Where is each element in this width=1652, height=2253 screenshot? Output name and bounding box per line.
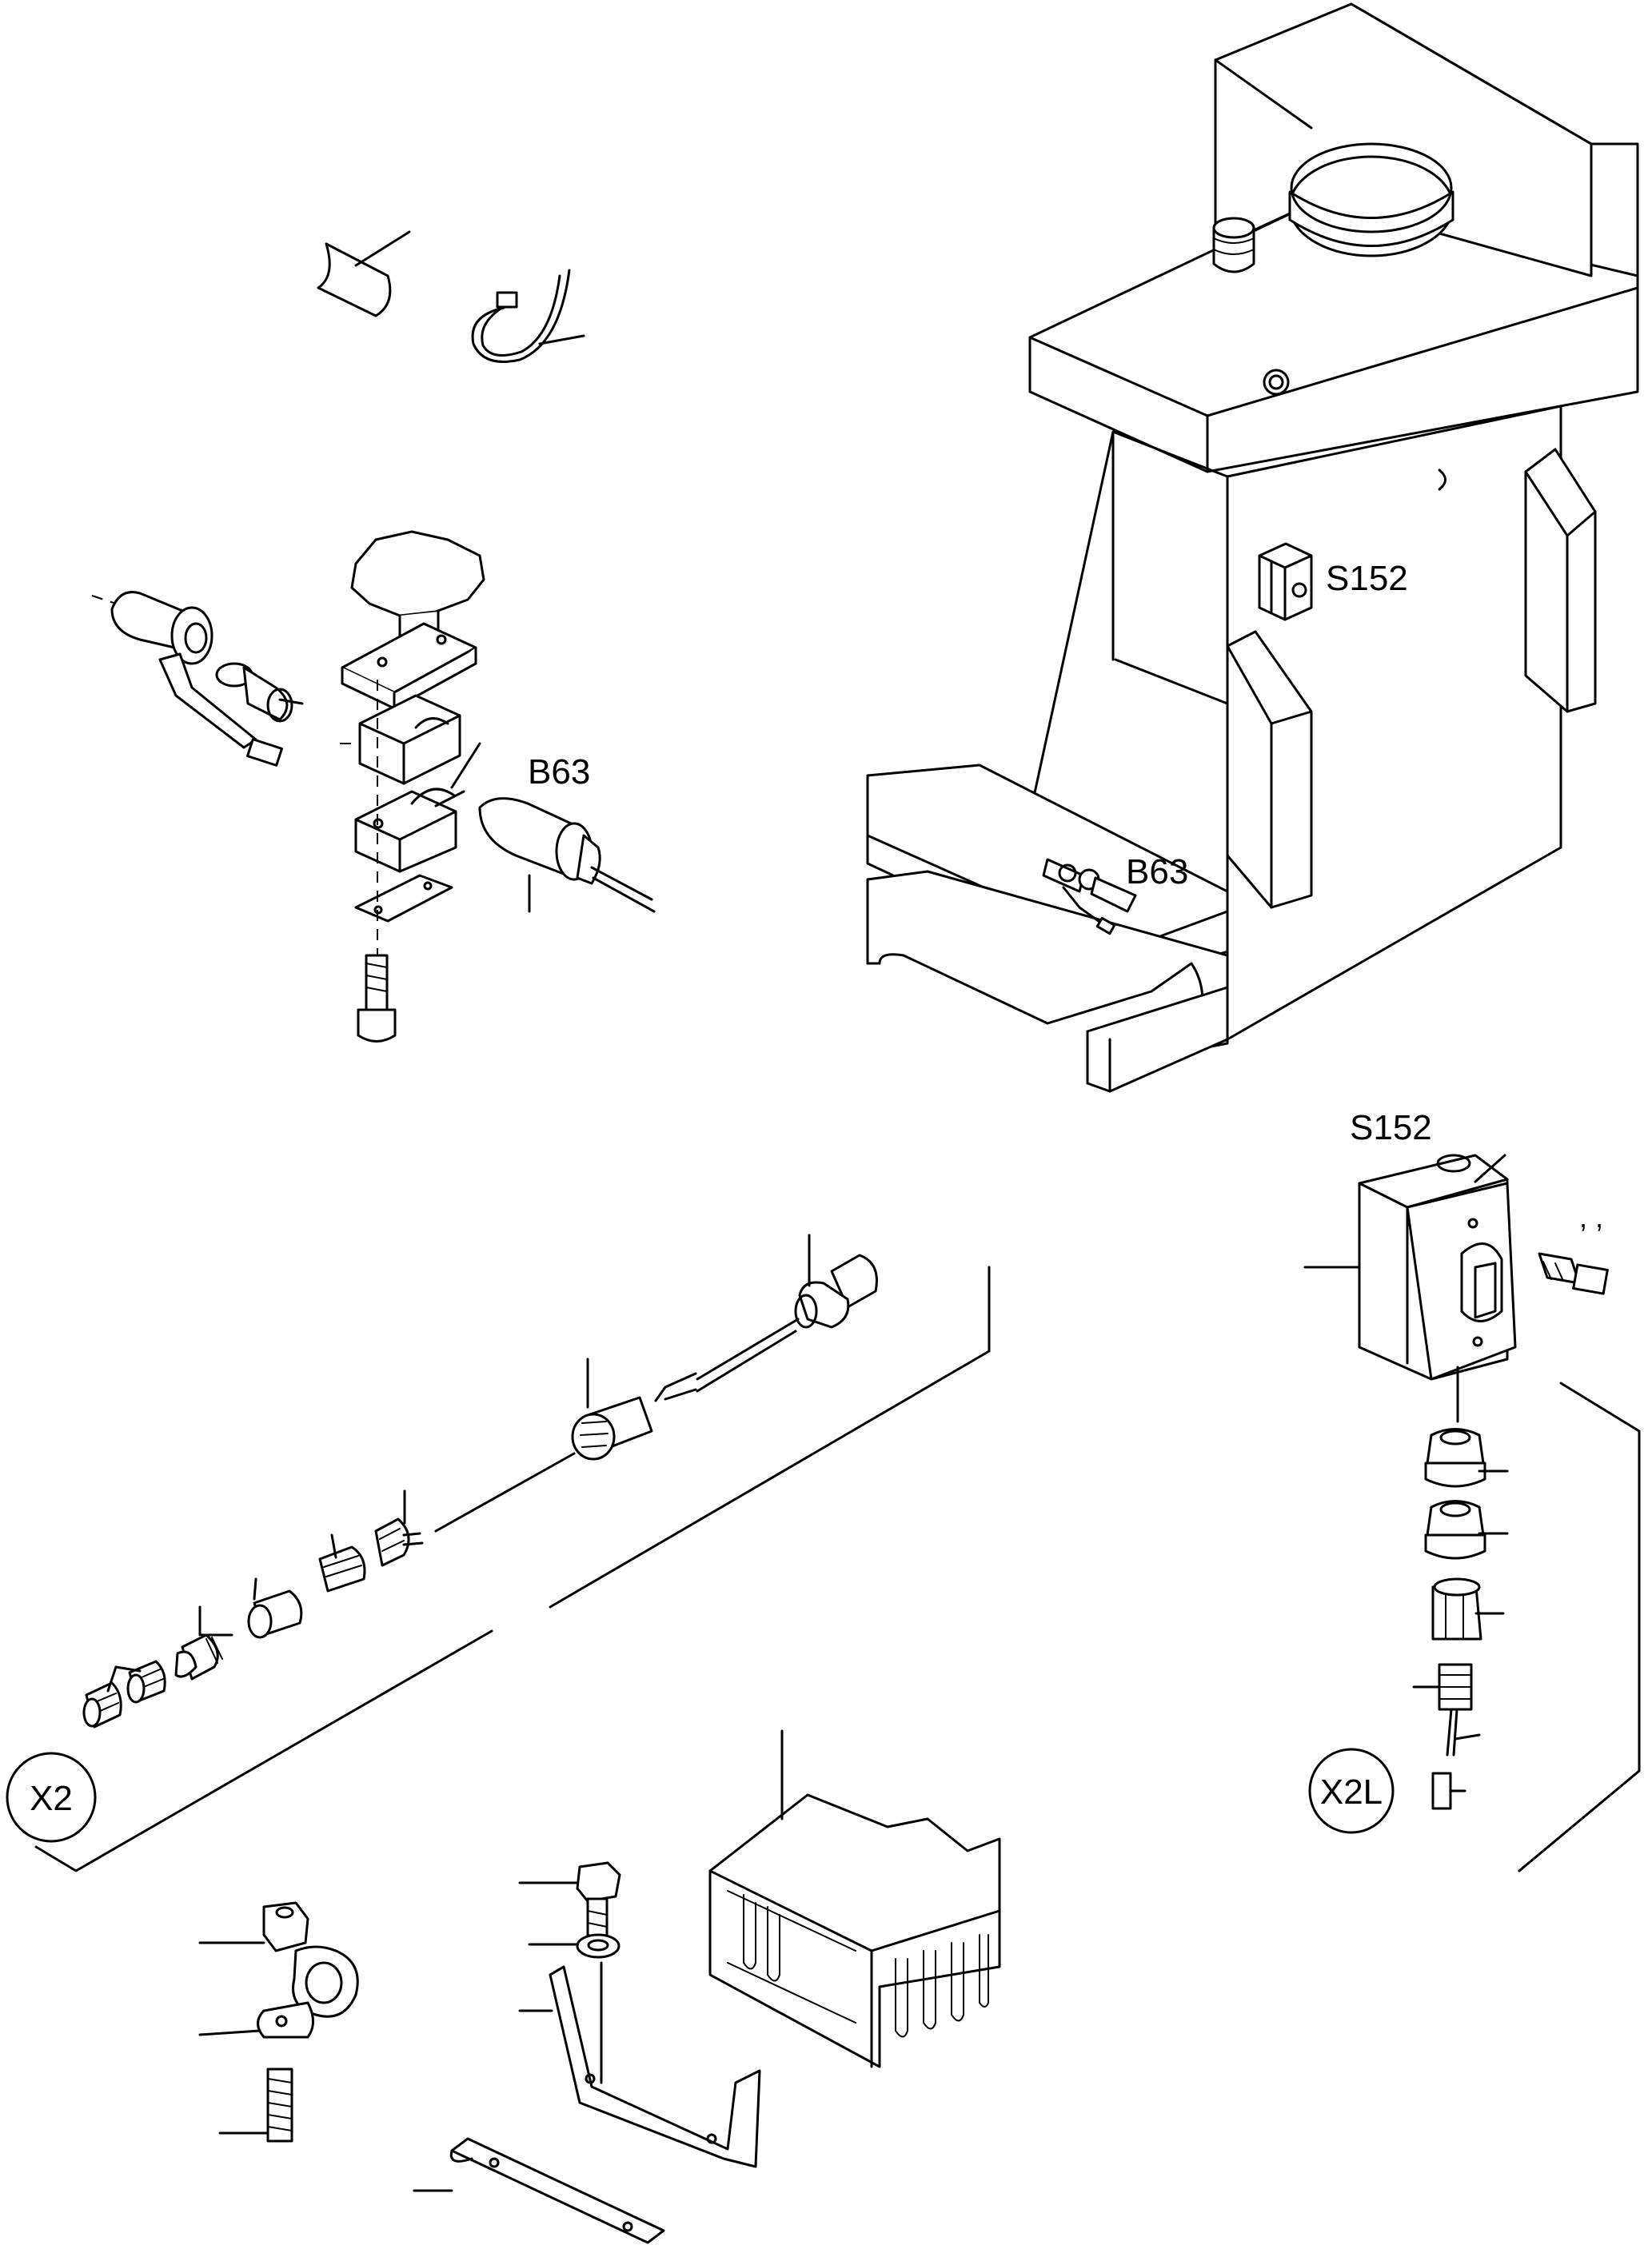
x2-callout (6, 1752, 97, 1843)
b63-valve-fitting (91, 591, 304, 767)
clamp-stack (340, 622, 481, 975)
washer (528, 1933, 620, 1959)
u-bracket (518, 1961, 761, 2168)
machine-body (866, 2, 1639, 1093)
s152-detail-label: S152 (1350, 1108, 1432, 1147)
s152-switch-box (1303, 1154, 1517, 1423)
cable-gland-stack (1412, 1428, 1509, 1810)
b63-machine-label: B63 (1126, 852, 1188, 891)
s152-tick-marks: , , (1579, 1201, 1603, 1234)
cable-tie (471, 269, 585, 363)
socket-head-screw (357, 954, 397, 1043)
s152-machine-label: S152 (1326, 559, 1408, 598)
x2-connector-parts (82, 1234, 878, 1729)
x2l-bracket-lines (1518, 1382, 1641, 1872)
cable-channel-housing (708, 1729, 1001, 2068)
s152-screw (1538, 1252, 1609, 1295)
threaded-stud (218, 2068, 293, 2143)
x2-label: X2 (30, 1779, 73, 1818)
hex-nut (198, 1901, 309, 1952)
b63-detail-label: B63 (528, 752, 590, 792)
cable-clamp (198, 1945, 359, 2039)
b63-proximity-sensor (478, 797, 656, 913)
x2l-label: X2L (1320, 1772, 1383, 1812)
x2-bracket-lines (34, 1266, 991, 1872)
cable-sleeve (317, 230, 411, 317)
base-plate (413, 2137, 665, 2244)
x2l-callout (1308, 1748, 1395, 1834)
